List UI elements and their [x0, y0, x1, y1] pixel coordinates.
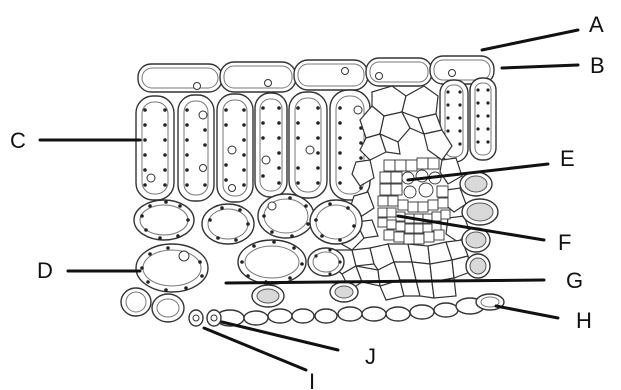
label-i: I — [309, 369, 315, 390]
pointer-line-b — [502, 65, 578, 68]
leaf-section — [121, 56, 504, 326]
stoma — [189, 310, 221, 326]
xylem-phloem-cells — [378, 158, 450, 244]
label-e: E — [560, 146, 575, 171]
pointer-line-a — [482, 30, 578, 50]
label-b: B — [590, 53, 605, 78]
spongy-mesophyll — [134, 194, 362, 307]
upper-epidermis — [138, 56, 494, 92]
label-a: A — [589, 12, 604, 37]
label-h: H — [576, 308, 592, 333]
pointer-line-i — [204, 328, 306, 370]
pointer-line-j — [222, 322, 338, 350]
label-d: D — [37, 258, 53, 283]
pointer-line-h — [496, 306, 558, 318]
label-f: F — [558, 230, 571, 255]
label-c: C — [10, 128, 26, 153]
label-g: G — [566, 268, 583, 293]
label-j: J — [365, 344, 376, 369]
